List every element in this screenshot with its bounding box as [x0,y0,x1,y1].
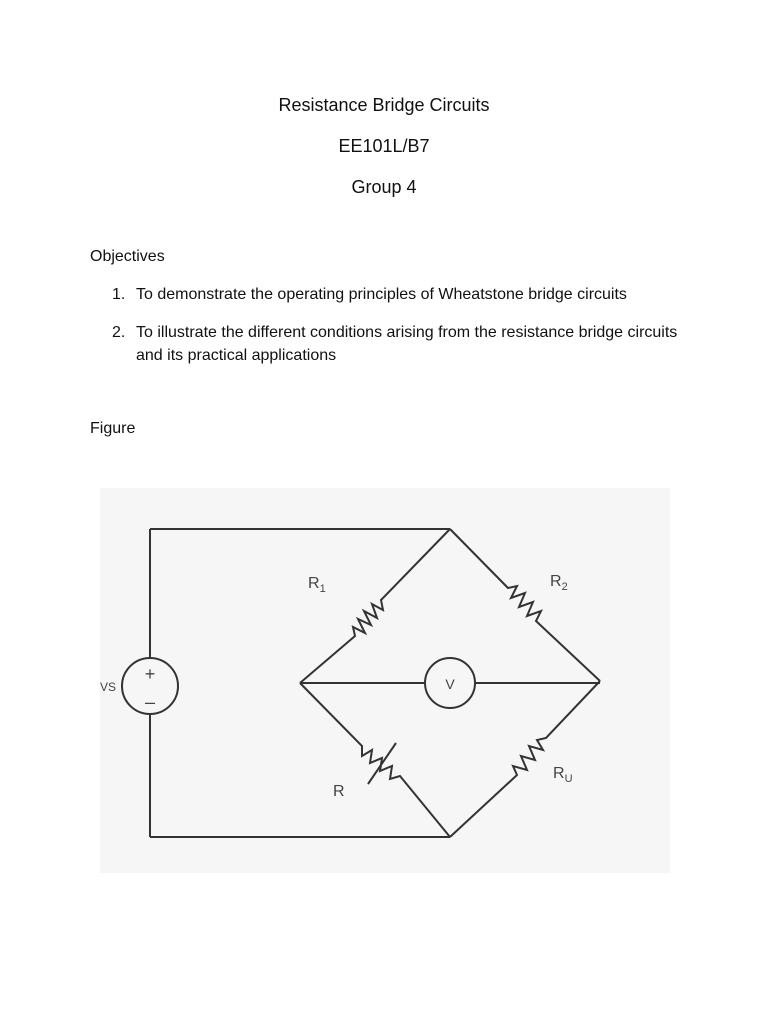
group-label: Group 4 [351,177,417,197]
objective-number: 2. [112,324,126,341]
variable-resistor-arrow-icon [367,742,397,785]
voltmeter-icon [424,657,476,709]
objective-text: To demonstrate the operating principles … [136,286,627,303]
resistor-r1-icon [299,528,451,684]
objective-text: To illustrate the different conditions a… [136,324,678,364]
figure-heading: Figure [90,420,136,437]
resistor-r2-icon [449,528,601,682]
voltage-source-icon [121,657,179,715]
r2-label: R2 [550,573,568,593]
course-code: EE101L/B7 [338,136,430,156]
source-minus-sign: – [145,692,155,712]
ru-label: RU [553,765,573,785]
variable-resistor-r-icon [299,682,451,838]
source-plus-sign: + [145,664,156,684]
voltmeter-label: V [445,676,455,692]
r1-label: R1 [308,575,326,595]
objectives-heading: Objectives [90,248,165,265]
r-label: R [333,783,345,800]
circuit-diagram: + – VS R1 R2 V R RU [100,528,601,838]
source-label: VS [100,680,116,694]
wheatstone-bridge-figure: + – VS R1 R2 V R RU [100,488,670,873]
resistor-ru-icon [449,680,601,838]
objective-number: 1. [112,286,126,303]
document-title: Resistance Bridge Circuits [278,95,490,115]
